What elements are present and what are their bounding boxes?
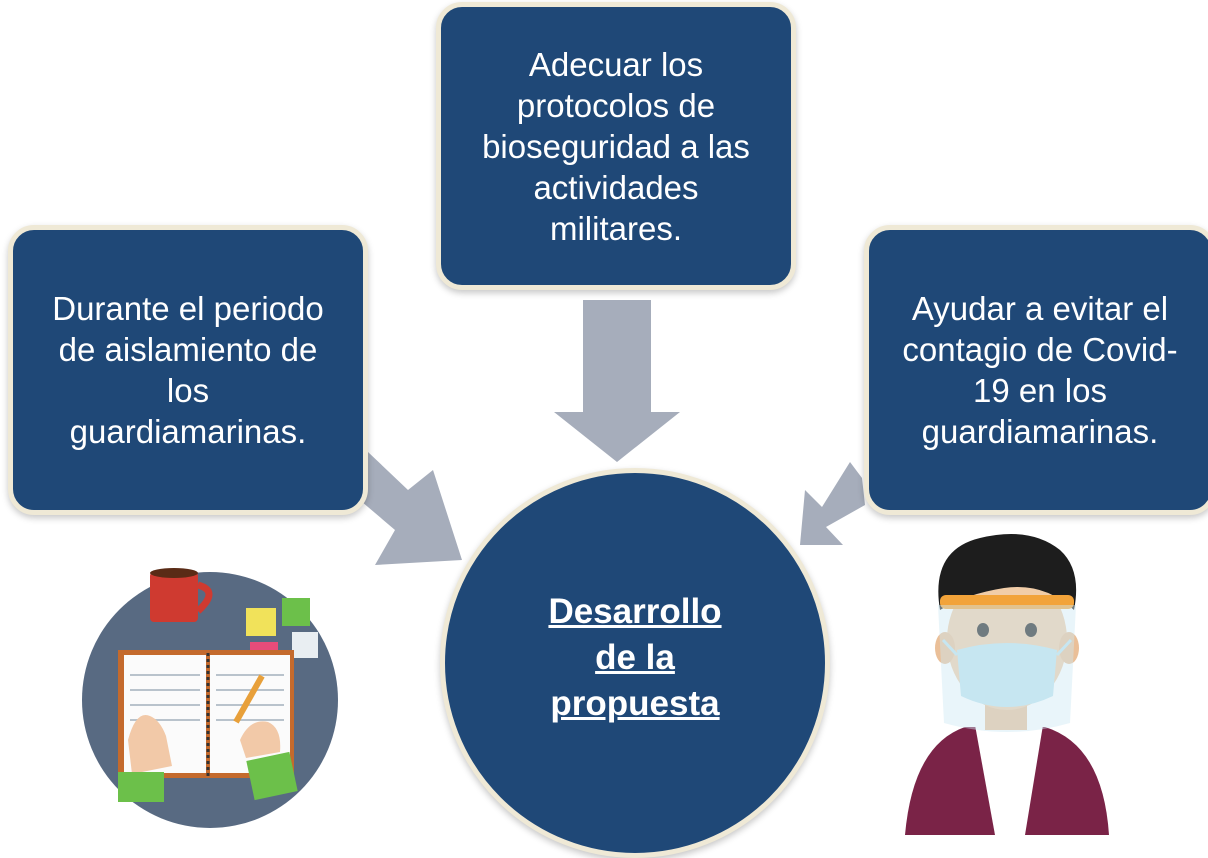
notebook-writing-illustration xyxy=(82,568,338,828)
arrow-top-to-hub xyxy=(554,300,680,462)
node-biosafety-protocols-text: Adecuar los protocolos de bioseguridad a… xyxy=(482,45,750,247)
hub-proposal-development: Desarrollo de la propuesta xyxy=(440,468,830,858)
person-face-shield-mask-illustration xyxy=(905,534,1109,835)
arrow-left-to-hub xyxy=(348,452,462,565)
node-prevent-contagion: Ayudar a evitar el contagio de Covid- 19… xyxy=(864,225,1208,515)
node-biosafety-protocols: Adecuar los protocolos de bioseguridad a… xyxy=(436,2,796,290)
node-prevent-contagion-text: Ayudar a evitar el contagio de Covid- 19… xyxy=(902,290,1178,450)
node-isolation-period-text: Durante el periodo de aislamiento de los… xyxy=(52,290,324,450)
hub-label: Desarrollo de la propuesta xyxy=(548,592,722,723)
arrow-right-to-hub xyxy=(800,462,865,545)
node-isolation-period: Durante el periodo de aislamiento de los… xyxy=(8,225,368,515)
